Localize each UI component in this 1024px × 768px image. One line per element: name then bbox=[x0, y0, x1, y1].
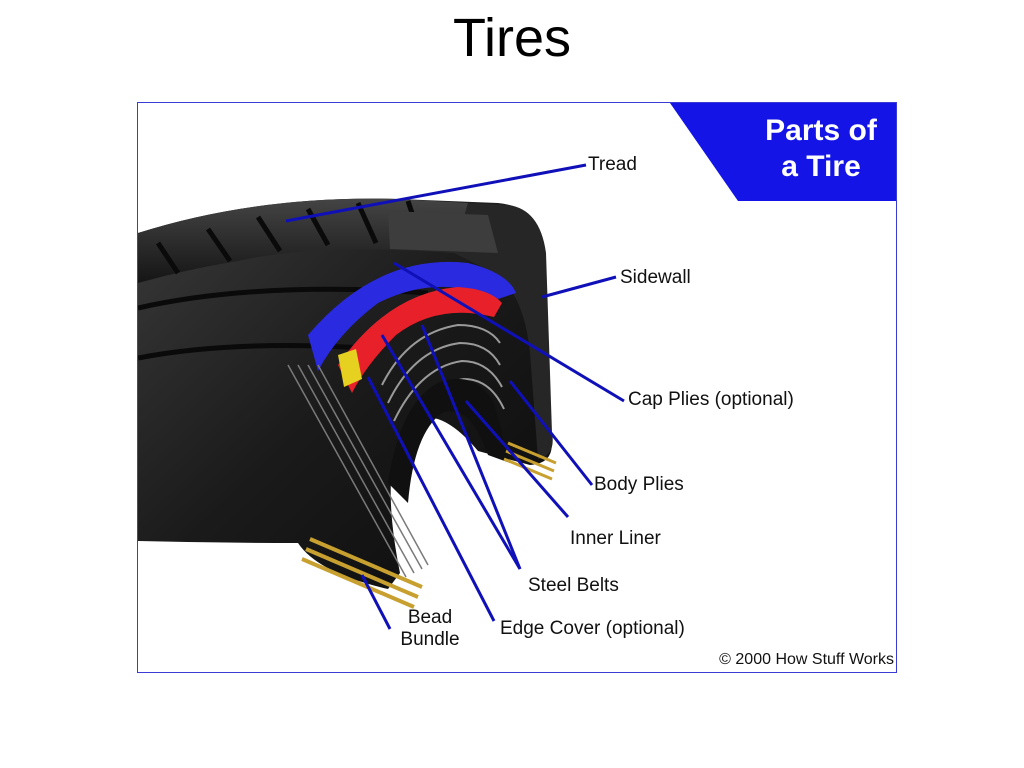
leader-bead-bundle bbox=[360, 574, 392, 630]
leader-lines bbox=[285, 163, 625, 630]
tread-block-cut bbox=[388, 211, 498, 253]
slide-title: Tires bbox=[453, 8, 571, 68]
bead-bundle-lower bbox=[301, 537, 423, 609]
copyright-notice: © 2000 How Stuff Works bbox=[719, 651, 894, 668]
label-bead-line-2: Bundle bbox=[400, 629, 460, 650]
banner-title: Parts of a Tire bbox=[746, 113, 896, 185]
sidewall-shape bbox=[454, 203, 553, 459]
leader-body-plies bbox=[508, 380, 594, 486]
leader-steel-belts-2 bbox=[380, 334, 522, 570]
label-steel-belts: Steel Belts bbox=[528, 575, 619, 596]
leader-inner-liner bbox=[464, 400, 570, 518]
label-tread: Tread bbox=[588, 154, 637, 175]
leader-sidewall bbox=[541, 275, 617, 299]
label-inner-liner: Inner Liner bbox=[570, 528, 661, 549]
label-edge-cover: Edge Cover (optional) bbox=[500, 618, 685, 639]
leader-steel-belts bbox=[420, 324, 522, 570]
banner-line-2: a Tire bbox=[781, 150, 861, 183]
leader-edge-cover bbox=[366, 376, 496, 622]
tire-cutaway-illustration bbox=[138, 103, 896, 630]
cut-ply-lines bbox=[287, 364, 429, 578]
cap-ply-band bbox=[308, 261, 516, 371]
tire-diagram: Parts of a Tire Tread Sidewall Cap Plies… bbox=[137, 102, 897, 673]
banner-line-1: Parts of bbox=[765, 114, 877, 147]
tread-surface bbox=[138, 198, 468, 283]
edge-cover-patch bbox=[338, 349, 362, 387]
banner-triangle bbox=[670, 103, 896, 201]
inner-liner-arc bbox=[388, 378, 510, 503]
leader-tread bbox=[285, 163, 587, 223]
label-cap-plies: Cap Plies (optional) bbox=[628, 389, 794, 410]
leader-cap-plies bbox=[393, 261, 625, 403]
label-body-plies: Body Plies bbox=[594, 474, 684, 495]
label-sidewall: Sidewall bbox=[620, 267, 691, 288]
label-bead-bundle: Bead Bundle bbox=[392, 607, 468, 651]
label-bead-line-1: Bead bbox=[407, 607, 453, 628]
steel-belt-band bbox=[338, 287, 502, 393]
